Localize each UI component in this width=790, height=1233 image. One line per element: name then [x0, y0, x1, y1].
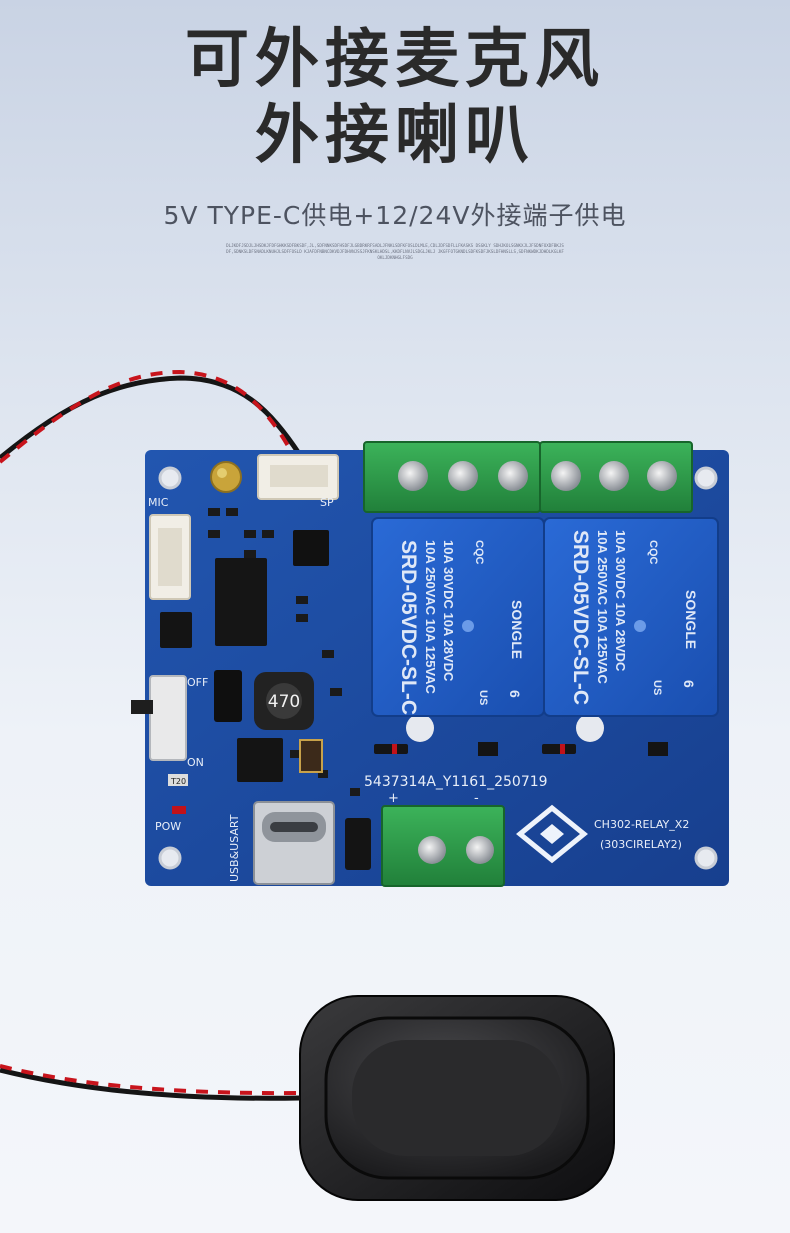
- label-pow: POW: [155, 820, 181, 833]
- relay-2-num: 6: [681, 680, 697, 688]
- serial-number: 5437314A_Y1161_250719: [364, 774, 548, 790]
- bottom-speaker-wire: [0, 1064, 301, 1101]
- amplifier-chip: [215, 558, 267, 646]
- relay-board: 470: [131, 441, 729, 887]
- hole: [576, 714, 604, 742]
- screw: [551, 461, 581, 491]
- headline-line-1: 可外接麦克风: [185, 23, 605, 97]
- driver-transistor-1: [478, 742, 498, 756]
- mount-hole: [694, 846, 718, 870]
- relay-2-brand: SONGLE: [683, 590, 699, 649]
- mount-hole: [158, 846, 182, 870]
- screw: [398, 461, 428, 491]
- relay-1: SRD-05VDC-SL-C 10A 250VAC 10A 125VAC 10A…: [371, 517, 545, 717]
- label-t20: T20: [170, 777, 186, 786]
- screw: [647, 461, 677, 491]
- screw: [466, 836, 494, 864]
- relay-1-cqc: CQC: [473, 540, 485, 565]
- brand-logo: [516, 804, 588, 864]
- relay-2-dot: [634, 620, 646, 632]
- microphone: [210, 461, 242, 493]
- t20-chip: [168, 774, 188, 786]
- relay-2-model: SRD-05VDC-SL-C: [569, 530, 592, 705]
- relay-2-rating-dc: 10A 30VDC 10A 28VDC: [613, 530, 628, 672]
- model-name: CH302-RELAY_X2: [594, 818, 689, 831]
- smd-parts: [208, 508, 360, 796]
- screw: [498, 461, 528, 491]
- ic-chip: [293, 530, 329, 566]
- relay-1-us: US: [477, 690, 489, 705]
- label-off: OFF: [187, 676, 208, 689]
- relay-1-model: SRD-05VDC-SL-C: [397, 540, 420, 715]
- label-usb-usart: USB&USART: [228, 814, 241, 882]
- relay-1-rating-ac: 10A 250VAC 10A 125VAC: [423, 540, 438, 695]
- relay-1-num: 6: [507, 690, 523, 698]
- mount-hole: [694, 466, 718, 490]
- relay-2-rating-ac: 10A 250VAC 10A 125VAC: [595, 530, 610, 685]
- screw: [418, 836, 446, 864]
- screw: [599, 461, 629, 491]
- label-minus: -: [474, 791, 479, 806]
- relay-terminal-block: [363, 441, 693, 513]
- hole: [406, 714, 434, 742]
- model-code: (303CIRELAY2): [600, 838, 682, 851]
- diode-package: [214, 670, 242, 722]
- headline-line-2: 外接喇叭: [255, 99, 535, 173]
- label-on: ON: [187, 756, 204, 769]
- flyback-diode-2: [542, 744, 576, 754]
- relay-1-brand: SONGLE: [509, 600, 525, 659]
- power-subtitle: 5V TYPE-C供电+12/24V外接端子供电: [163, 201, 627, 230]
- inductor-value: 470: [268, 692, 300, 712]
- flyback-diode-1: [374, 744, 408, 754]
- driver-transistor-2: [648, 742, 668, 756]
- capacitor: [299, 739, 323, 773]
- fine-print: DLJKDFJSDJLJHSDKJFDFGHKKSDFBKSDF,JL,SDFN…: [226, 243, 564, 260]
- speaker: [299, 995, 615, 1201]
- label-mic: MIC: [148, 496, 169, 509]
- screw: [448, 461, 478, 491]
- regulator-chip: [160, 612, 192, 648]
- top-speaker-wire: [0, 369, 303, 464]
- mosfet-chip: [237, 738, 283, 782]
- fuse: [345, 818, 371, 870]
- relay-2: SRD-05VDC-SL-C 10A 250VAC 10A 125VAC 10A…: [543, 517, 719, 717]
- relay-1-rating-dc: 10A 30VDC 10A 28VDC: [441, 540, 456, 682]
- power-terminal-block: [381, 805, 505, 887]
- relay-2-cqc: CQC: [647, 540, 659, 565]
- label-sp: SP: [320, 496, 334, 509]
- label-plus: +: [388, 791, 399, 806]
- relay-1-dot: [462, 620, 474, 632]
- mount-hole: [158, 466, 182, 490]
- switch-lever: [131, 700, 153, 714]
- power-led: [172, 806, 186, 814]
- power-switch: [149, 675, 187, 761]
- relay-2-us: US: [651, 680, 663, 695]
